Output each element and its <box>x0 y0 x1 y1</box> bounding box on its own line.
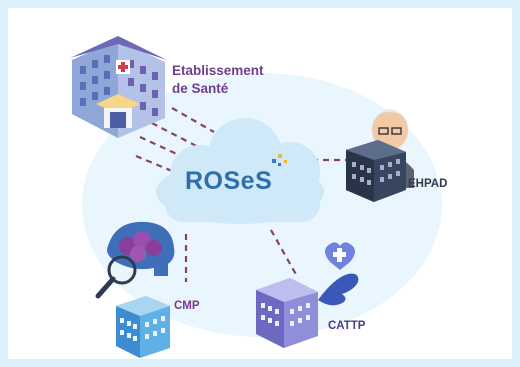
cattp-building-icon <box>256 278 318 348</box>
platform-name: ROSeS <box>185 167 273 195</box>
cattp-label: CATTP <box>328 320 366 332</box>
ehpad-building-icon <box>346 140 406 202</box>
cmp-building-icon <box>116 296 170 358</box>
etablissement-label-line2: de Santé <box>172 81 229 96</box>
connector-etab-4 <box>171 107 215 133</box>
connector-cattp <box>270 229 299 279</box>
ehpad-label: EHPAD <box>408 178 448 190</box>
cmp-label: CMP <box>174 300 200 312</box>
connector-etab-1 <box>141 117 211 154</box>
cloud-icon <box>156 118 324 224</box>
hospital-building-icon <box>70 36 167 138</box>
connectors <box>135 107 352 282</box>
brain-magnifier-icon <box>95 221 175 299</box>
etablissement-label-line1: Etablissement <box>172 63 264 78</box>
care-hand-heart-icon <box>318 242 359 306</box>
connector-etab-3 <box>135 154 185 178</box>
